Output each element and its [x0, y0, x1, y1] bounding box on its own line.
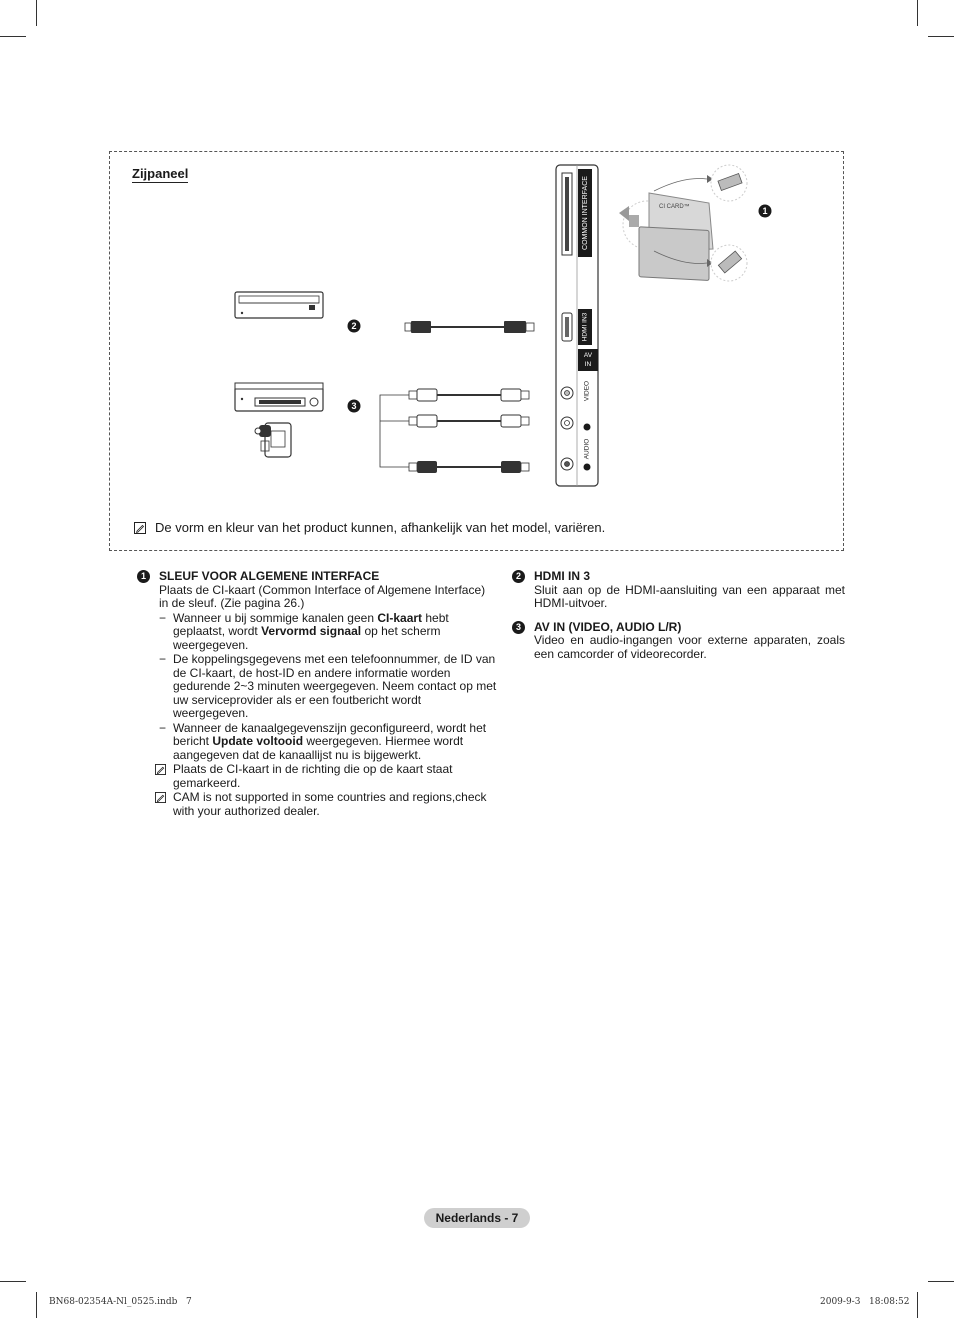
connection-diagram: COMMON INTERFACE HDMI IN3 AV IN VIDEO AU… [234, 164, 772, 487]
list-item: De koppelingsgegevens met een telefoonnu… [159, 652, 497, 721]
video-label: VIDEO [584, 381, 591, 401]
crop-mark [36, 1292, 37, 1318]
circled-number-icon: 1 [137, 570, 150, 583]
vcr-icon [234, 382, 324, 412]
tv-side-panel: COMMON INTERFACE HDMI IN3 AV IN VIDEO AU… [555, 164, 599, 487]
panel-note: De vorm en kleur van het product kunnen,… [134, 520, 605, 535]
right-column: 2 HDMI IN 3 Sluit aan op de HDMI-aanslui… [512, 569, 845, 671]
list-item-note: Plaats de CI-kaart in de richting die op… [155, 762, 497, 790]
list-item-note: CAM is not supported in some countries a… [155, 790, 497, 818]
av-in-label-line1: AV [584, 352, 593, 359]
item-common-interface: 1 SLEUF VOOR ALGEMENE INTERFACE Plaats d… [137, 569, 497, 818]
ci-card-label: CI CARD™ [659, 203, 690, 210]
note-pencil-icon [155, 764, 166, 775]
common-interface-label: COMMON INTERFACE [582, 176, 589, 250]
svg-text:3: 3 [351, 401, 356, 411]
marker-1: 1 [758, 204, 772, 218]
note-pencil-icon [134, 521, 146, 534]
item-body: Plaats de CI-kaart (Common Interface of … [159, 582, 486, 610]
list-item: Wanneer de kanaalgegevenszijn geconfigur… [159, 721, 497, 763]
crop-mark [36, 0, 37, 26]
side-panel-box [109, 151, 844, 551]
dvd-player-icon [234, 291, 324, 319]
crop-mark [0, 36, 26, 37]
left-column: 1 SLEUF VOOR ALGEMENE INTERFACE Plaats d… [137, 569, 497, 828]
crop-mark [917, 1292, 918, 1318]
item-title: SLEUF VOOR ALGEMENE INTERFACE [159, 569, 380, 583]
print-timestamp: 2009-9-3 18:08:52 [820, 1297, 910, 1307]
item-av-in: 3 AV IN (VIDEO, AUDIO L/R) Video en audi… [512, 619, 845, 662]
print-file-info: BN68-02354A-Nl_0525.indb 7 [49, 1297, 192, 1307]
panel-note-text: De vorm en kleur van het product kunnen,… [155, 520, 606, 535]
svg-text:2: 2 [351, 321, 356, 331]
crop-mark [0, 1281, 26, 1282]
circled-number-icon: 3 [512, 620, 525, 634]
item-title: HDMI IN 3 [534, 569, 591, 583]
item-body: Video en audio-ingangen voor externe app… [534, 633, 845, 661]
page-number-badge: Nederlands - 7 [424, 1208, 530, 1228]
panel-title: Zijpaneel [132, 166, 189, 183]
item-body: Sluit aan op de HDMI-aansluiting van een… [534, 582, 845, 610]
circled-number-icon: 2 [512, 570, 525, 583]
audio-label: AUDIO [584, 439, 591, 460]
ci-card-illustration: CI CARD™ [619, 164, 748, 282]
marker-3: 3 [347, 399, 361, 413]
av-in-label-line2: IN [585, 361, 592, 368]
marker-2: 2 [347, 319, 361, 333]
note-pencil-icon [155, 792, 166, 803]
camcorder-icon [254, 422, 292, 458]
svg-text:1: 1 [762, 206, 767, 216]
item-hdmi-in: 2 HDMI IN 3 Sluit aan op de HDMI-aanslui… [512, 569, 845, 611]
list-item: Wanneer u bij sommige kanalen geen CI-ka… [159, 611, 497, 653]
crop-mark [928, 36, 954, 37]
hdmi-cable-icon [404, 321, 535, 333]
av-cables-icon [379, 388, 530, 473]
crop-mark [917, 0, 918, 26]
crop-mark [928, 1281, 954, 1282]
hdmi-in-label: HDMI IN3 [582, 312, 589, 341]
item-title: AV IN (VIDEO, AUDIO L/R) [534, 619, 682, 634]
